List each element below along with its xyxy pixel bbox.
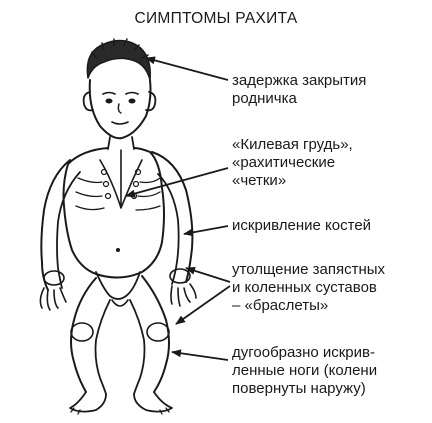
hand-left <box>40 288 66 310</box>
pointer-arrows <box>126 58 230 360</box>
child-torso <box>64 148 165 278</box>
child-hair <box>87 40 150 80</box>
label-bone-curvature: искривление костей <box>232 217 371 235</box>
knee-left <box>71 323 93 341</box>
child-head <box>90 80 151 138</box>
keel-chest <box>100 150 142 208</box>
label-fontanelle-delay: задержка закрытия родничка <box>232 72 366 108</box>
foot-left <box>70 392 106 412</box>
wrist-left <box>44 271 64 285</box>
child-figure <box>40 39 196 414</box>
child-leg-right <box>142 276 169 392</box>
label-joint-thickening: утолщение запястных и коленных суставов … <box>232 261 385 315</box>
arrow-fontanelle <box>146 58 228 80</box>
child-arm-right <box>152 152 192 282</box>
arrow-wrist <box>186 268 230 282</box>
label-bowed-legs: дугообразно искрив- ленные ноги (колени … <box>232 344 377 398</box>
arrow-bowed-legs <box>172 352 228 360</box>
diagram-title: СИМПТОМЫ РАХИТА <box>0 10 432 28</box>
label-keel-chest-rosary: «Килевая грудь», «рахитические «четки» <box>232 136 353 190</box>
arrow-bone-curvature <box>184 226 228 234</box>
knee-right <box>147 323 169 341</box>
hand-right <box>171 284 196 306</box>
